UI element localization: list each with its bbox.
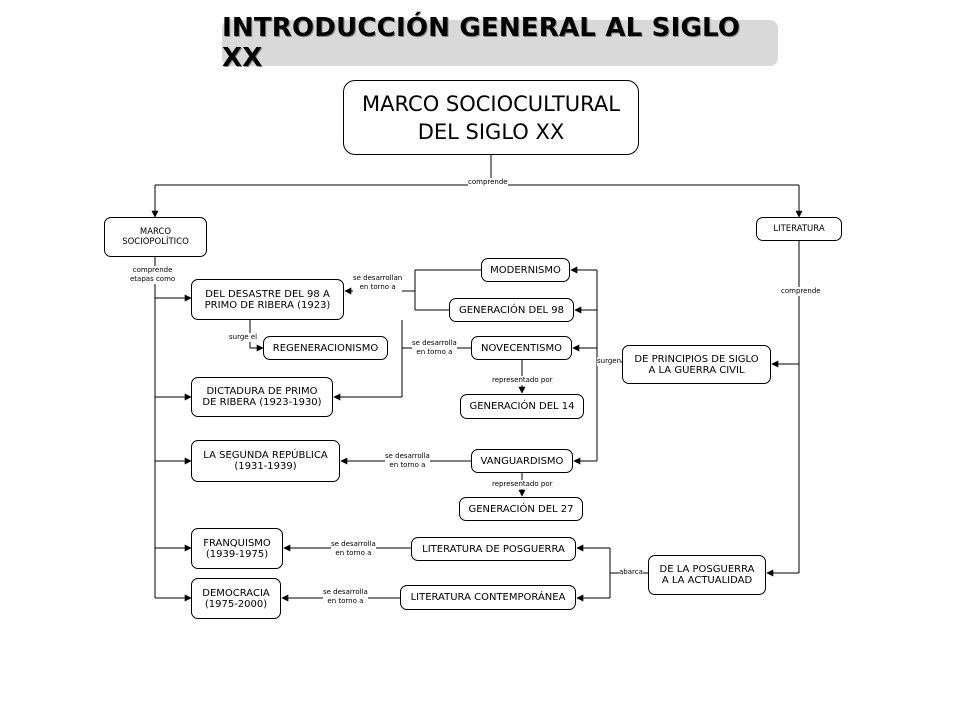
literatura-node: LITERATURA xyxy=(756,217,842,241)
generacion-27-label: GENERACIÓN DEL 27 xyxy=(468,503,574,515)
vanguardismo-node: VANGUARDISMO xyxy=(471,449,573,473)
desastre-line-1: DEL DESASTRE DEL 98 A xyxy=(205,288,330,300)
marco-line-2: DEL SIGLO XX xyxy=(417,119,565,144)
sociopolitico-line-1: MARCO xyxy=(139,227,172,237)
desarrolla-nov-line-1: se desarrolla xyxy=(412,339,457,347)
representado-27-label: representado por xyxy=(492,480,553,489)
literatura-contemporanea-label: LITERATURA CONTEMPORÁNEA xyxy=(410,592,566,603)
desarrollan-98-label: se desarrollan en torno a xyxy=(353,274,403,292)
desarrollan-98-line-2: en torno a xyxy=(359,283,396,291)
vanguardismo-label: VANGUARDISMO xyxy=(480,455,564,467)
dictadura-line-1: DICTADURA DE PRIMO xyxy=(206,386,318,397)
desarrolla-nov-line-2: en torno a xyxy=(416,348,453,356)
republica-line-2: (1931-1939) xyxy=(234,461,297,472)
regeneracionismo-label: REGENERACIONISMO xyxy=(272,342,379,354)
modernismo-label: MODERNISMO xyxy=(490,264,561,276)
dictadura-line-2: DE RIBERA (1923-1930) xyxy=(202,397,322,408)
desarrolla-vang-line-2: en torno a xyxy=(389,461,426,469)
desarrolla-novecentismo-label: se desarrolla en torno a xyxy=(412,339,457,357)
sociopolitico-line-2: SOCIOPOLÍTICO xyxy=(122,237,189,247)
principios-siglo-node: DE PRINCIPIOS DE SIGLO A LA GUERRA CIVIL xyxy=(622,345,771,384)
marco-sociocultural-node: MARCO SOCIOCULTURAL DEL SIGLO XX xyxy=(343,80,639,155)
posguerra-line-2: A LA ACTUALIDAD xyxy=(661,575,753,586)
surge-el-label: surge el xyxy=(229,333,258,342)
desarrolla-cont-line-2: en torno a xyxy=(327,597,364,605)
democracia-line-1: DEMOCRACIA xyxy=(202,587,270,599)
desastre-node: DEL DESASTRE DEL 98 A PRIMO DE RIBERA (1… xyxy=(191,279,344,320)
literatura-posguerra-node: LITERATURA DE POSGUERRA xyxy=(411,537,576,561)
comprende-etapas-label: comprende etapas como xyxy=(130,266,176,284)
generacion-98-node: GENERACIÓN DEL 98 xyxy=(449,298,574,322)
regeneracionismo-node: REGENERACIONISMO xyxy=(263,336,388,360)
literatura-label: LITERATURA xyxy=(773,224,825,234)
comprende-top-label: comprende xyxy=(468,178,508,187)
republica-line-1: LA SEGUNDA REPÚBLICA xyxy=(203,450,328,461)
page-title: INTRODUCCIÓN GENERAL AL SIGLO XX xyxy=(222,13,741,73)
generacion-98-label: GENERACIÓN DEL 98 xyxy=(458,304,565,316)
dictadura-node: DICTADURA DE PRIMO DE RIBERA (1923-1930) xyxy=(191,377,333,417)
franquismo-line-2: (1939-1975) xyxy=(205,548,269,560)
principios-line-2: A LA GUERRA CIVIL xyxy=(648,364,745,376)
desarrolla-posguerra-label: se desarrolla en torno a xyxy=(331,540,376,558)
desastre-line-2: PRIMO DE RIBERA (1923) xyxy=(204,299,331,311)
marco-line-1: MARCO SOCIOCULTURAL xyxy=(362,91,620,116)
title-banner: INTRODUCCIÓN GENERAL AL SIGLO XX xyxy=(222,13,778,73)
desarrolla-vang-line-1: se desarrolla xyxy=(385,452,430,460)
novecentismo-node: NOVECENTISMO xyxy=(471,336,572,360)
desarrolla-pos-line-2: en torno a xyxy=(335,549,372,557)
literatura-contemporanea-node: LITERATURA CONTEMPORÁNEA xyxy=(400,585,576,610)
comprende-literatura-label: comprende xyxy=(781,287,821,296)
surgen-label: surgen xyxy=(597,357,622,366)
novecentismo-label: NOVECENTISMO xyxy=(480,342,563,354)
posguerra-actualidad-node: DE LA POSGUERRA A LA ACTUALIDAD xyxy=(648,555,766,595)
democracia-node: DEMOCRACIA (1975-2000) xyxy=(191,578,281,619)
modernismo-node: MODERNISMO xyxy=(481,258,570,282)
desarrolla-contemporanea-label: se desarrolla en torno a xyxy=(323,588,368,606)
desarrollan-98-line-1: se desarrollan xyxy=(353,274,403,282)
republica-node: LA SEGUNDA REPÚBLICA (1931-1939) xyxy=(191,440,340,482)
desarrolla-pos-line-1: se desarrolla xyxy=(331,540,376,548)
posguerra-line-1: DE LA POSGUERRA xyxy=(659,564,755,575)
desarrolla-cont-line-1: se desarrolla xyxy=(323,588,368,596)
principios-line-1: DE PRINCIPIOS DE SIGLO xyxy=(634,353,759,365)
generacion-14-node: GENERACIÓN DEL 14 xyxy=(460,394,584,419)
sociopolitico-node: MARCO SOCIOPOLÍTICO xyxy=(104,217,207,257)
abarca-label: abarca xyxy=(619,568,643,577)
representado-14-label: representado por xyxy=(492,376,553,385)
franquismo-line-1: FRANQUISMO xyxy=(203,537,271,549)
franquismo-node: FRANQUISMO (1939-1975) xyxy=(191,528,283,569)
generacion-14-label: GENERACIÓN DEL 14 xyxy=(469,401,575,412)
generacion-27-node: GENERACIÓN DEL 27 xyxy=(459,497,583,521)
comprende-etapas-line-1: comprende xyxy=(132,266,173,274)
desarrolla-vanguardismo-label: se desarrolla en torno a xyxy=(385,452,430,470)
literatura-posguerra-label: LITERATURA DE POSGUERRA xyxy=(422,543,565,555)
democracia-line-2: (1975-2000) xyxy=(204,598,268,610)
comprende-etapas-line-2: etapas como xyxy=(130,275,176,283)
